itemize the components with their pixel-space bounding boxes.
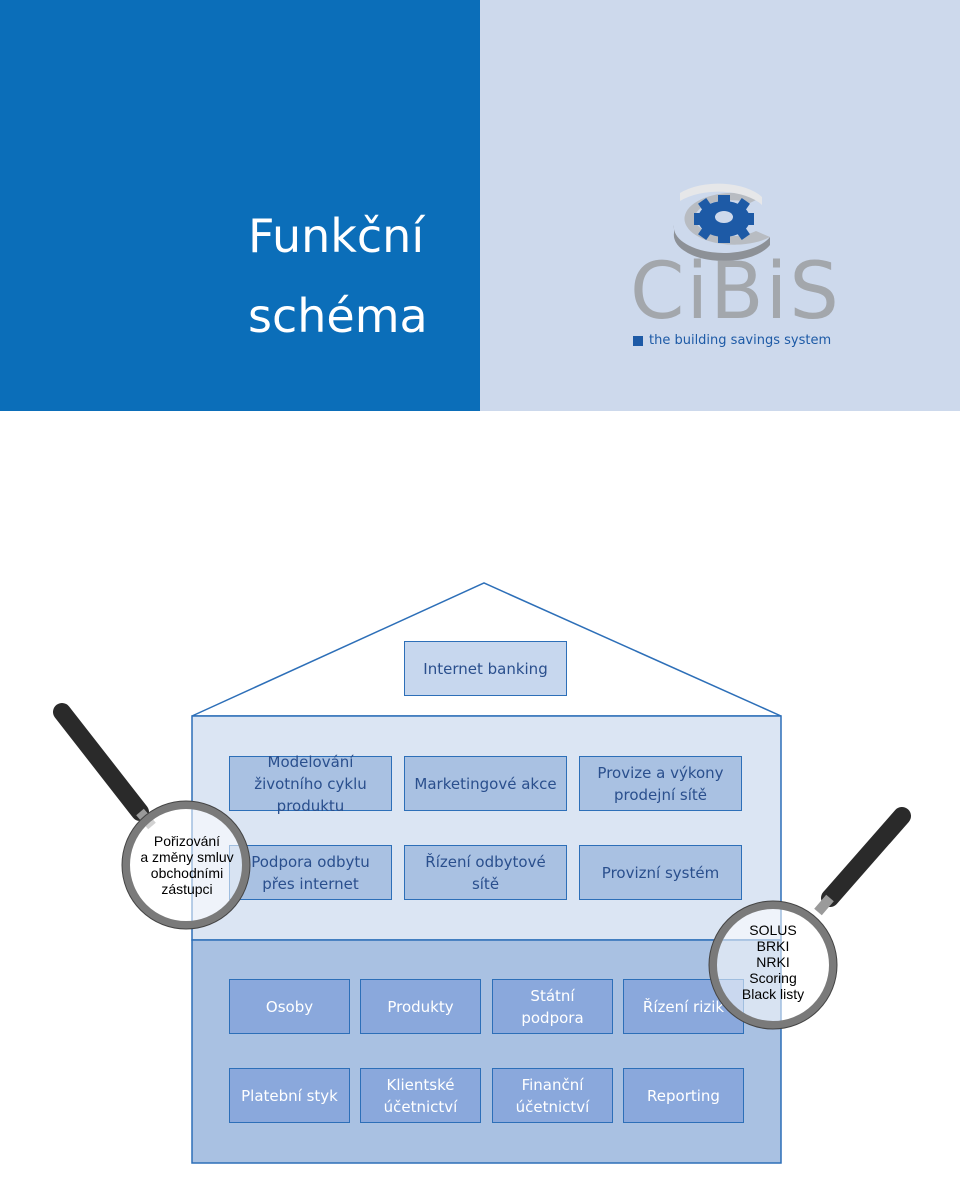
box-commission-system: Provizní systém (579, 845, 742, 900)
lens-left-line-1: Pořizování (153, 833, 221, 849)
box-financial-accounting: Finanční účetnictví (492, 1068, 613, 1123)
magnifier-right-handle (814, 807, 911, 916)
box-marketing: Marketingové akce (404, 756, 567, 811)
logo-tagline: the building savings system (633, 333, 831, 348)
lens-right-line-1: SOLUS (749, 922, 797, 938)
lens-left-line-3: obchodními (150, 865, 224, 881)
house-lower-floor (191, 939, 782, 1164)
box-internet-sales: Podpora odbytu přes internet (229, 845, 392, 900)
house-upper-floor (191, 715, 782, 941)
lens-left-line-2: a změny smluv (140, 849, 234, 865)
cibis-logo-icon (673, 183, 770, 261)
box-state-support: Státní podpora (492, 979, 613, 1034)
title-line-1: Funkční (248, 209, 425, 263)
tagline-square-icon (633, 335, 643, 346)
page-title: Funkční schéma (248, 196, 428, 356)
box-payments: Platební styk (229, 1068, 350, 1123)
lens-left-line-4: zástupci (161, 881, 213, 897)
box-internet-banking: Internet banking (404, 641, 567, 696)
lens-right-line-5: Black listy (741, 986, 805, 1002)
tagline-text: the building savings system (649, 333, 832, 348)
logo-wordmark: CiBiS (630, 247, 841, 337)
box-product-lifecycle: Modelování životního cyklu produktu (229, 753, 392, 815)
box-persons: Osoby (229, 979, 350, 1034)
header-blue-panel (0, 0, 480, 411)
box-reporting: Reporting (623, 1068, 744, 1123)
lens-right-line-2: BRKI (756, 938, 790, 954)
box-sales-network: Řízení odbytové sítě (404, 845, 567, 900)
lens-right-line-4: Scoring (749, 970, 797, 986)
title-line-2: schéma (248, 289, 428, 343)
lens-right-line-3: NRKI (756, 954, 790, 970)
magnifier-left-lens (121, 800, 251, 930)
magnifier-left-text: Pořizování a změny smluv obchodními zást… (128, 833, 246, 897)
magnifier-right-lens (708, 900, 838, 1030)
box-client-accounting: Klientské účetnictví (360, 1068, 481, 1123)
box-commissions: Provize a výkony prodejní sítě (579, 756, 742, 811)
magnifier-right-text: SOLUS BRKI NRKI Scoring Black listy (720, 922, 826, 1002)
box-products: Produkty (360, 979, 481, 1034)
